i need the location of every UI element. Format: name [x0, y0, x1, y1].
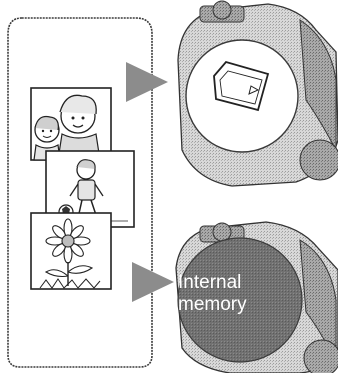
arrow-to-memory-icon — [132, 262, 174, 302]
photo-flower-card — [30, 212, 112, 290]
internal-memory-disc-icon — [177, 237, 303, 363]
memory-card-icon — [213, 60, 270, 112]
internal-memory-label-line1: Internal — [178, 272, 242, 293]
internal-memory-label: Internal memory — [178, 272, 268, 316]
arrow-to-card-icon — [126, 62, 168, 102]
camera-bottom-icon — [175, 221, 338, 373]
camera-top-icon — [177, 0, 338, 187]
internal-memory-label-line2: memory — [178, 294, 247, 315]
photo-children-card — [30, 87, 112, 161]
source-frame — [7, 17, 153, 368]
